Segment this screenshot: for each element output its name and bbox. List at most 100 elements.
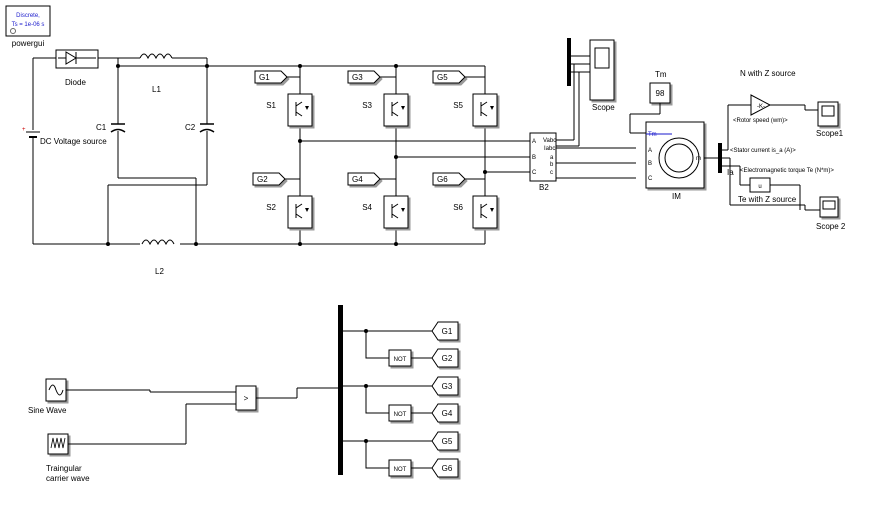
- signal-stator-current: <Stator current is_a (A)>: [730, 148, 796, 154]
- svg-text:Vabc: Vabc: [543, 138, 556, 144]
- dc-voltage-source[interactable]: +: [22, 127, 40, 148]
- diode-label: Diode: [65, 78, 86, 87]
- svg-text:Iabc: Iabc: [544, 146, 555, 152]
- svg-text:A: A: [648, 148, 652, 154]
- svg-text:a: a: [550, 155, 554, 161]
- im-port-tm: Tm: [648, 132, 657, 138]
- svg-text:C: C: [648, 176, 653, 182]
- switch-label: S1: [266, 101, 276, 110]
- svg-text:G3: G3: [352, 73, 363, 82]
- goto-tag-g3[interactable]: G3: [343, 376, 459, 396]
- scope-label: Scope: [592, 103, 615, 112]
- c2-label: C2: [185, 123, 196, 132]
- from-tag-g4[interactable]: G4: [347, 172, 397, 196]
- scope-block[interactable]: [589, 39, 615, 101]
- svg-text:NOT: NOT: [394, 357, 407, 363]
- svg-text:+: +: [22, 127, 26, 133]
- svg-text:C: C: [532, 170, 537, 176]
- svg-text:G4: G4: [442, 409, 453, 418]
- svg-text:>: >: [244, 394, 249, 403]
- from-tag-g6[interactable]: G6: [432, 172, 486, 196]
- from-tag-g1[interactable]: G1: [254, 70, 301, 94]
- svg-text:B: B: [532, 155, 536, 161]
- svg-text:-K-: -K-: [757, 104, 765, 110]
- capacitor-c2[interactable]: [199, 120, 215, 136]
- sine-wave-block[interactable]: [45, 378, 67, 402]
- igbt-s1[interactable]: S1: [266, 93, 313, 127]
- capacitor-c1[interactable]: [110, 120, 126, 136]
- not-gate[interactable]: NOT: [388, 404, 412, 422]
- gain-block[interactable]: -K-: [750, 94, 772, 116]
- inductor-l2[interactable]: [141, 239, 175, 246]
- scope-mux: [567, 38, 571, 86]
- te-title: Te with Z source: [738, 195, 797, 204]
- svg-text:c: c: [550, 170, 553, 176]
- signal-rotor-speed: <Rotor speed (wm)>: [733, 118, 788, 124]
- ia-label: Ia: [727, 168, 734, 177]
- not-gate[interactable]: NOT: [388, 459, 412, 477]
- switch-label: S4: [362, 203, 372, 212]
- igbt-s4[interactable]: S4: [362, 195, 409, 229]
- svg-text:G6: G6: [442, 464, 453, 473]
- svg-text:G2: G2: [442, 354, 453, 363]
- svg-text:B: B: [648, 161, 652, 167]
- svg-text:NOT: NOT: [394, 467, 407, 473]
- igbt-s2[interactable]: S2: [266, 195, 313, 229]
- igbt-s3[interactable]: S3: [362, 93, 409, 127]
- switch-label: S5: [453, 101, 463, 110]
- svg-text:G1: G1: [259, 73, 270, 82]
- powergui-caption: powergui: [12, 39, 45, 48]
- relational-operator-block[interactable]: >: [235, 385, 257, 411]
- carrier-wave-block[interactable]: [47, 433, 69, 455]
- svg-text:G5: G5: [442, 437, 453, 446]
- powergui-icon: [10, 28, 16, 34]
- switch-label: S3: [362, 101, 372, 110]
- signal-torque: <Electromagnetic torque Te (N*m)>: [740, 168, 834, 174]
- goto-tag-g6[interactable]: NOT G6: [364, 439, 459, 478]
- carrier-label-2: carrier wave: [46, 474, 90, 483]
- switch-label: S6: [453, 203, 463, 212]
- svg-text:NOT: NOT: [394, 412, 407, 418]
- goto-tag-g2[interactable]: NOT G2: [364, 329, 459, 368]
- igbt-s5[interactable]: S5: [453, 93, 498, 127]
- powergui-block[interactable]: Discrete, Ts = 1e-06 s: [5, 5, 51, 37]
- carrier-label-1: Traingular: [46, 464, 82, 473]
- from-tag-g3[interactable]: G3: [347, 70, 397, 94]
- scope2-block[interactable]: [819, 196, 839, 218]
- c1-label: C1: [96, 123, 107, 132]
- l1-label: L1: [152, 85, 161, 94]
- induction-machine-im[interactable]: Tm A B C m: [645, 121, 705, 189]
- svg-text:m: m: [696, 156, 701, 162]
- bus-selector: [718, 143, 722, 173]
- diode-block[interactable]: [55, 49, 99, 69]
- svg-text:G6: G6: [437, 175, 448, 184]
- goto-tag-g1[interactable]: G1: [343, 321, 459, 341]
- from-tag-g5[interactable]: G5: [432, 70, 486, 94]
- from-tag-g2[interactable]: G2: [252, 172, 301, 196]
- sine-label: Sine Wave: [28, 406, 67, 415]
- igbt-s6[interactable]: S6: [453, 195, 498, 229]
- inductor-l1[interactable]: [139, 53, 176, 60]
- svg-text:G5: G5: [437, 73, 448, 82]
- tm-constant-block[interactable]: 98: [649, 82, 671, 104]
- scope1-block[interactable]: [817, 101, 839, 127]
- im-label: IM: [672, 192, 681, 201]
- te-gain-block[interactable]: u: [749, 177, 771, 193]
- svg-text:G1: G1: [442, 327, 453, 336]
- goto-tag-g5[interactable]: G5: [343, 431, 459, 451]
- powergui-mode: Discrete,: [16, 13, 40, 19]
- scope1-label: Scope1: [816, 129, 844, 138]
- vi-measurement-b2[interactable]: A B C Vabc Iabc a b c: [529, 132, 557, 182]
- not-gate[interactable]: NOT: [388, 349, 412, 367]
- goto-tag-g4[interactable]: NOT G4: [364, 384, 459, 423]
- junction-dots: [106, 64, 487, 246]
- l2-label: L2: [155, 267, 164, 276]
- powergui-ts: Ts = 1e-06 s: [12, 22, 45, 28]
- switch-label: S2: [266, 203, 276, 212]
- svg-text:G2: G2: [257, 175, 268, 184]
- gain-title: N with Z source: [740, 69, 796, 78]
